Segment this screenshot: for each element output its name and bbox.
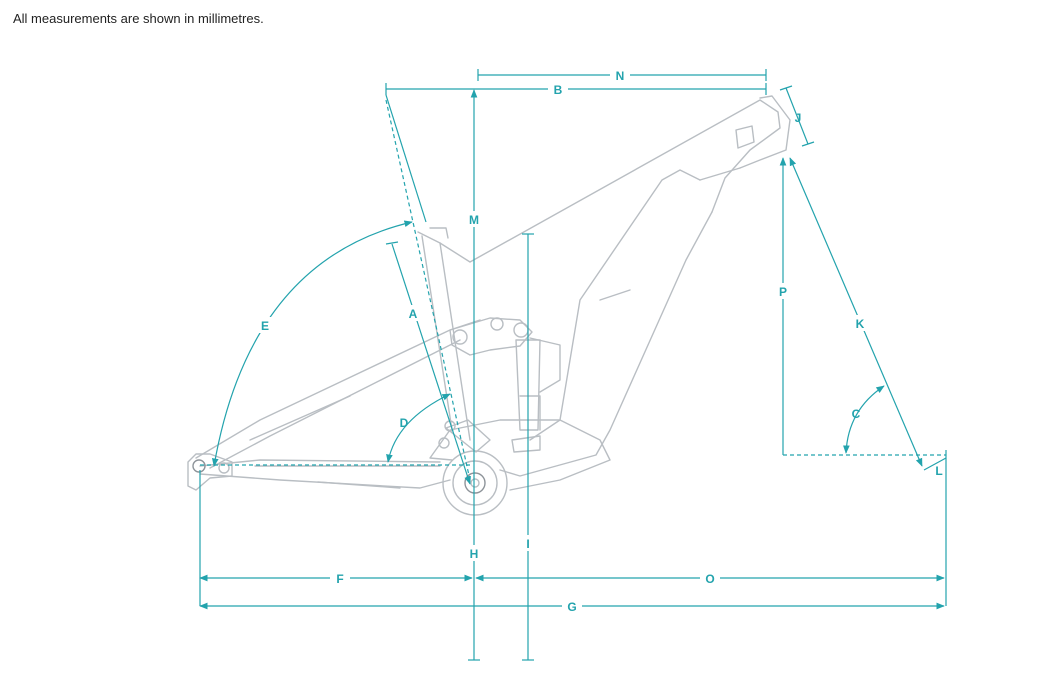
label-c: C — [852, 407, 861, 421]
label-l: L — [935, 464, 942, 478]
dimension-labels: N B M J P K C L E A D H I F O G — [256, 67, 943, 614]
label-j: J — [795, 111, 802, 125]
label-k: K — [856, 317, 865, 331]
label-n: N — [616, 69, 625, 83]
label-h: H — [470, 547, 479, 561]
units-note: All measurements are shown in millimetre… — [13, 11, 264, 26]
label-d: D — [400, 416, 409, 430]
label-f: F — [336, 572, 343, 586]
label-e: E — [261, 319, 269, 333]
label-p: P — [779, 285, 787, 299]
dimension-lines — [199, 69, 947, 661]
label-g: G — [567, 600, 576, 614]
dim-d-arc — [386, 393, 451, 463]
label-o: O — [705, 572, 714, 586]
label-b: B — [554, 83, 563, 97]
dim-e-arc — [211, 220, 413, 467]
label-a: A — [409, 307, 418, 321]
label-m: M — [469, 213, 479, 227]
dim-j-line — [785, 87, 809, 145]
dim-k-line — [789, 157, 923, 467]
label-i: I — [526, 537, 529, 551]
dim-c-arc — [842, 385, 885, 454]
dim-l-line — [923, 457, 947, 471]
